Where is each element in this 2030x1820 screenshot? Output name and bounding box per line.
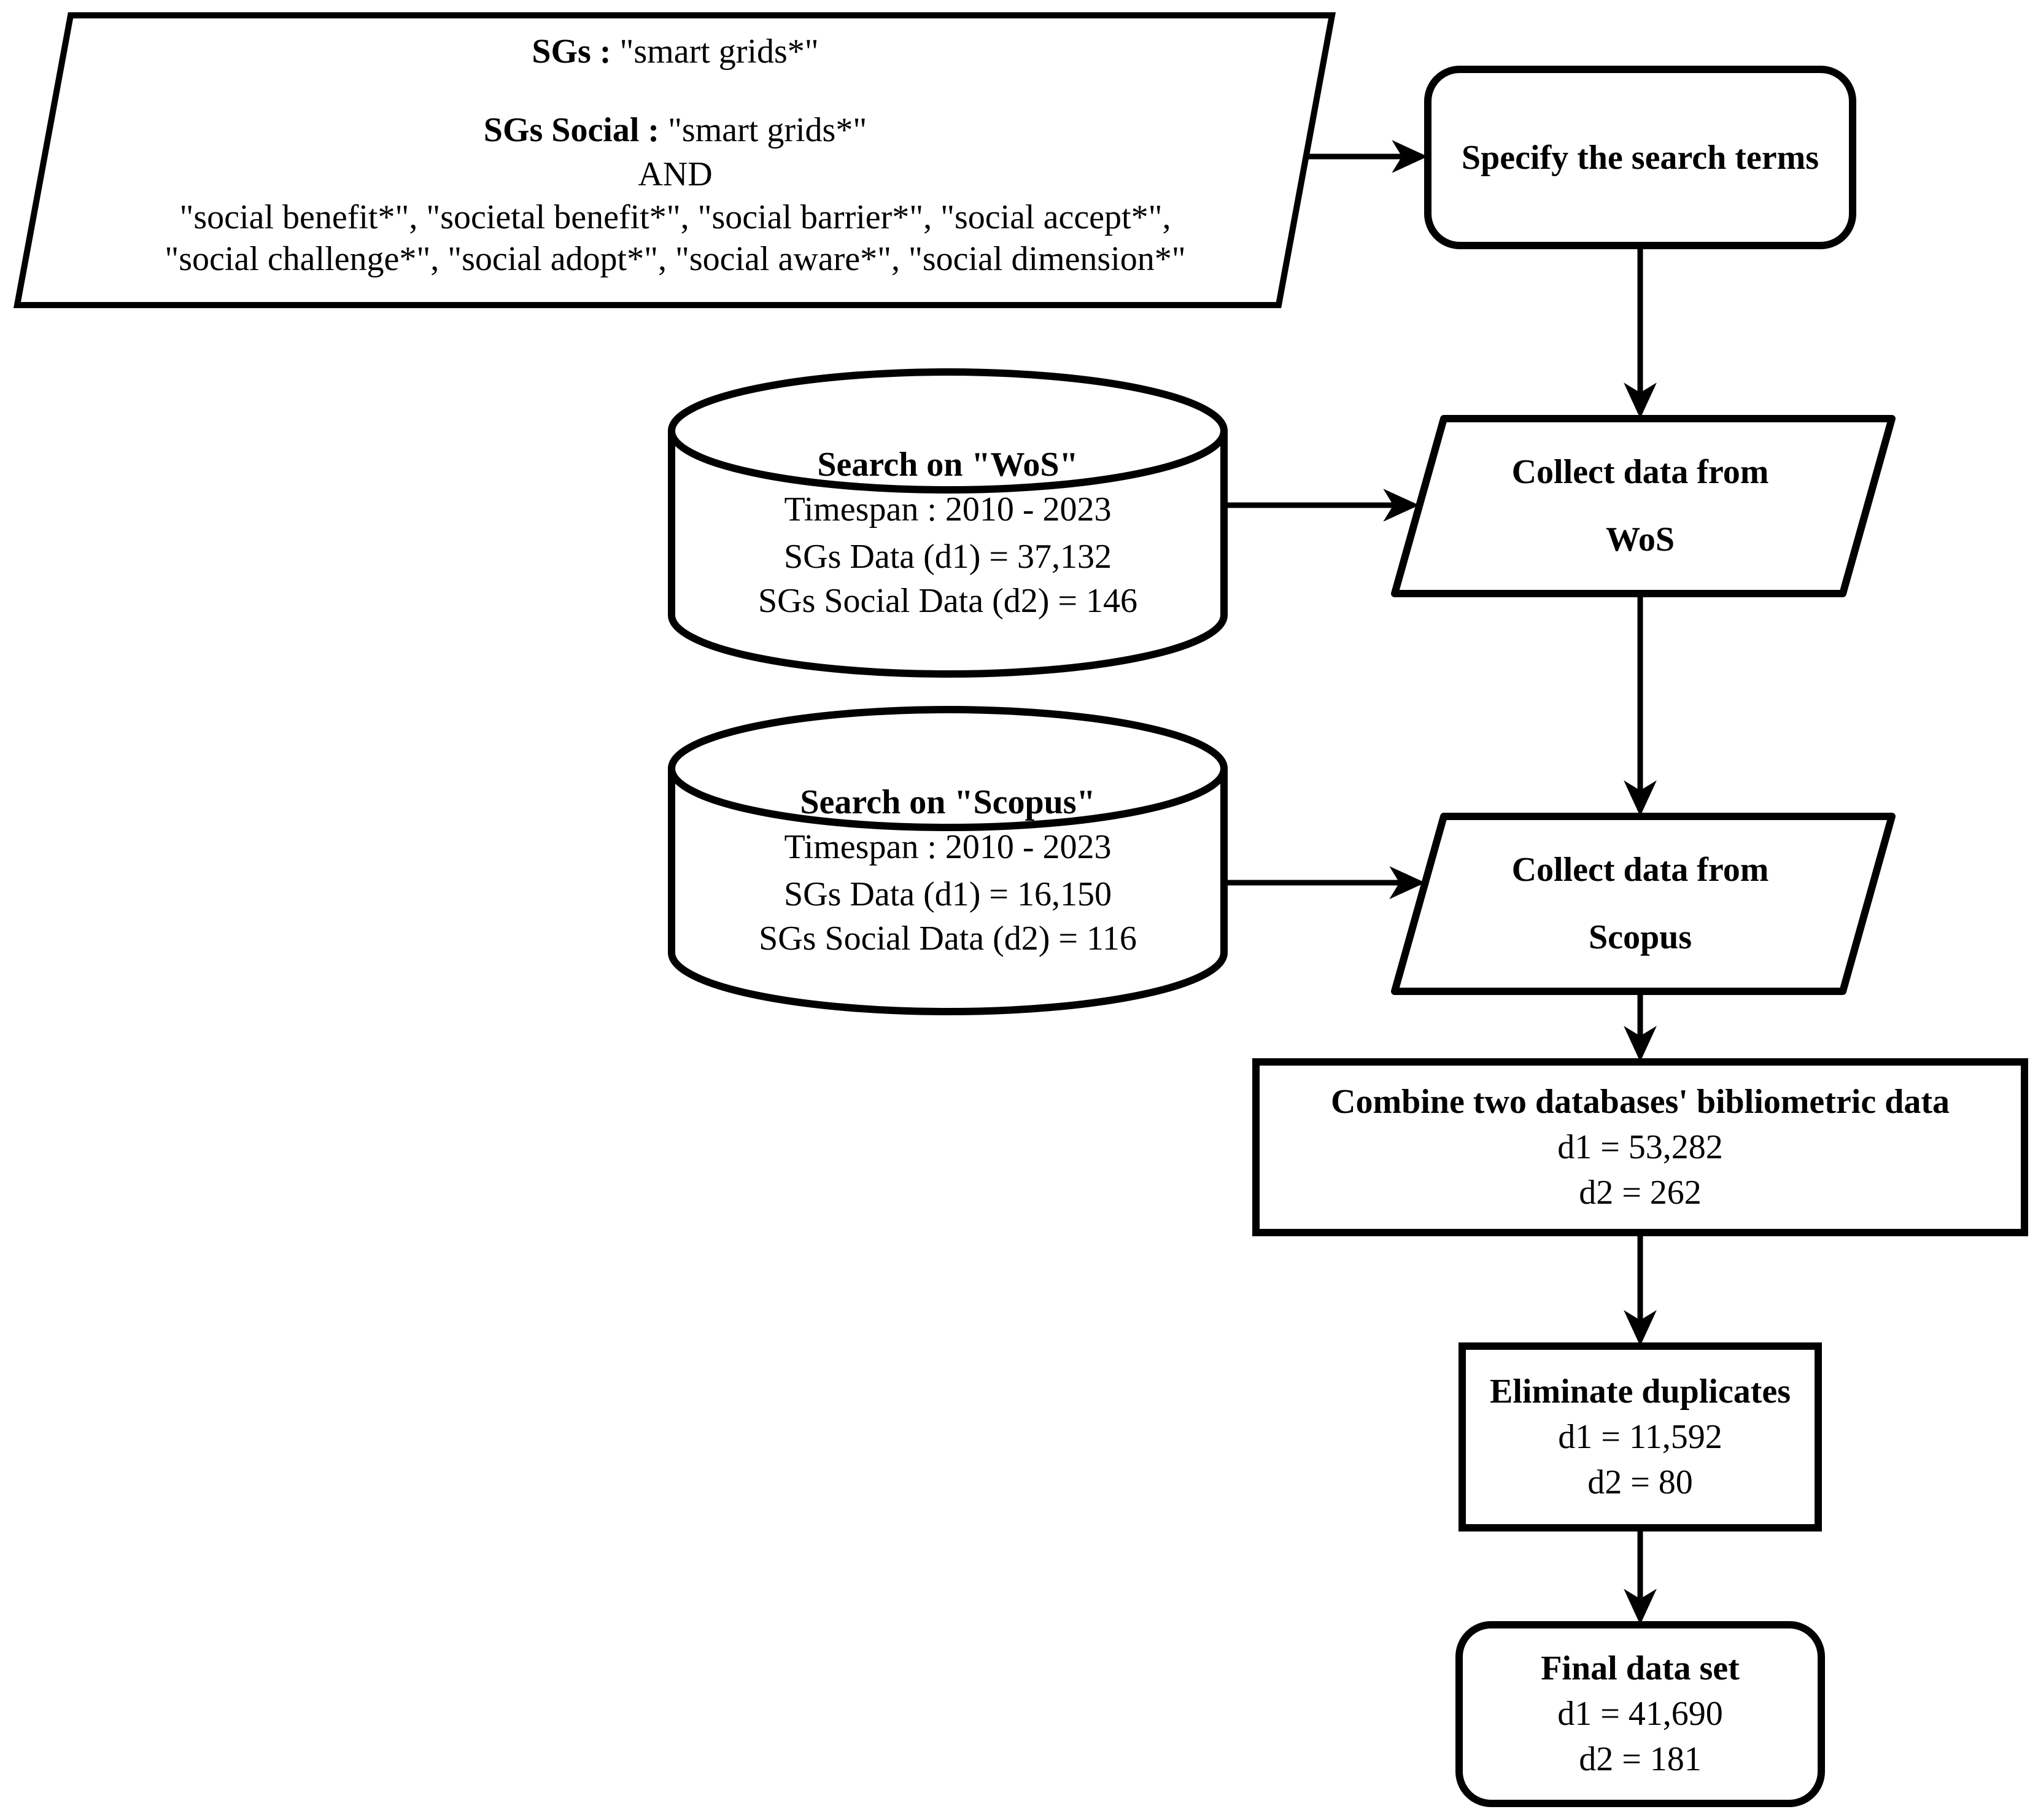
scopus-db-d1: SGs Data (d1) = 16,150 <box>784 875 1112 913</box>
wos-db-d1: SGs Data (d1) = 37,132 <box>784 538 1112 576</box>
collect-wos-label-line2: WoS <box>1605 521 1675 559</box>
collect-scopus-label-line1: Collect data from <box>1511 851 1769 889</box>
search-terms-line-sgs-social: SGs Social : "smart grids*" <box>61 110 1289 150</box>
final-node-d2: d2 = 181 <box>1579 1740 1702 1778</box>
search-terms-list-line2: "social challenge*", "social adopt*", "s… <box>165 240 1186 278</box>
scopus-db-d2: SGs Social Data (d2) = 116 <box>759 920 1137 958</box>
sgs-social-value: "smart grids*" <box>659 111 867 149</box>
specify-node <box>1424 66 1856 249</box>
collect-scopus-node <box>1391 813 1896 995</box>
eliminate-node-title: Eliminate duplicates <box>1489 1373 1791 1411</box>
collect-wos-node <box>1391 415 1896 597</box>
final-node <box>1455 1621 1825 1807</box>
specify-node-label: Specify the search terms <box>1461 138 1819 177</box>
collect-wos-label-line1: Collect data from <box>1511 453 1769 491</box>
search-terms-operator: AND <box>638 155 713 193</box>
wos-db-title: Search on "WoS" <box>817 446 1079 484</box>
scopus-db-timespan: Timespan : 2010 - 2023 <box>784 828 1112 866</box>
sgs-label: SGs : <box>532 33 611 71</box>
final-node-d1: d1 = 41,690 <box>1557 1695 1723 1733</box>
wos-cylinder-top <box>668 368 1228 494</box>
search-terms-line-sgs: SGs : "smart grids*" <box>61 32 1289 71</box>
final-node-title: Final data set <box>1541 1649 1740 1687</box>
scopus-cylinder-body <box>668 769 1228 1015</box>
eliminate-node-d1: d1 = 11,592 <box>1558 1418 1722 1456</box>
scopus-db-title: Search on "Scopus" <box>800 783 1096 821</box>
search-terms-parallelogram <box>13 12 1336 308</box>
scopus-cylinder-top <box>668 706 1228 831</box>
sgs-value: "smart grids*" <box>611 33 819 71</box>
wos-cylinder-body <box>668 431 1228 678</box>
combine-node-d1: d1 = 53,282 <box>1557 1128 1723 1166</box>
search-terms-list-line1: "social benefit*", "societal benefit*", … <box>179 198 1171 236</box>
combine-node <box>1252 1058 2028 1236</box>
eliminate-node <box>1459 1342 1822 1532</box>
combine-node-d2: d2 = 262 <box>1579 1174 1702 1212</box>
wos-db-d2: SGs Social Data (d2) = 146 <box>758 582 1137 620</box>
wos-db-timespan: Timespan : 2010 - 2023 <box>784 490 1112 529</box>
collect-scopus-label-line2: Scopus <box>1588 918 1692 956</box>
eliminate-node-d2: d2 = 80 <box>1587 1463 1693 1501</box>
combine-node-title: Combine two databases' bibliometric data <box>1331 1083 1950 1121</box>
sgs-social-label: SGs Social : <box>483 111 660 149</box>
